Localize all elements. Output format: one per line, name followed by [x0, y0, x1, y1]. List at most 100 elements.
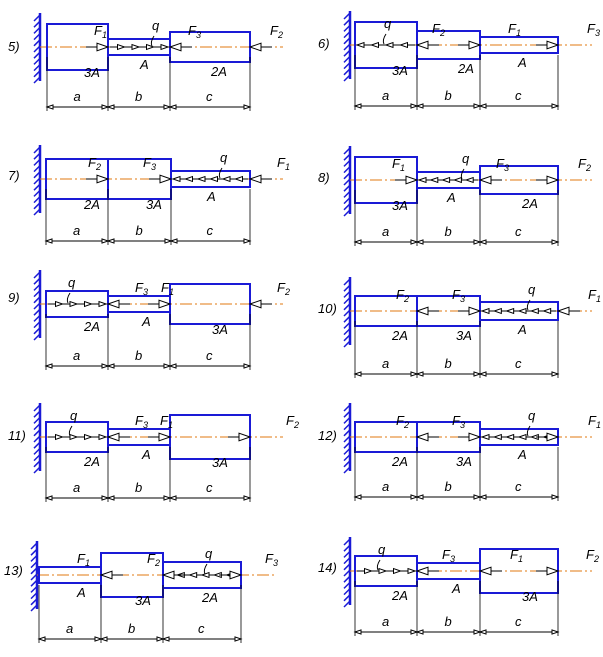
wall-hatch [33, 189, 41, 197]
dimension-arrowhead [243, 238, 252, 244]
area-label: 3A [392, 63, 408, 78]
wall-hatch [33, 447, 41, 455]
segment-length-label: a [382, 479, 389, 494]
segment-length-label: b [445, 614, 452, 629]
wall-hatch [343, 557, 351, 565]
segment-length-label: b [135, 348, 142, 363]
wall-hatch [33, 404, 41, 412]
wall-hatch [343, 303, 351, 311]
wall-hatch [343, 166, 351, 174]
segment-length-label: a [382, 224, 389, 239]
load-arrowhead [183, 175, 193, 183]
dimension-arrowhead [473, 103, 482, 109]
load-arrowhead [529, 307, 539, 315]
distributed-load [48, 300, 108, 308]
dimension-arrowhead [551, 103, 560, 109]
load-label: q [384, 16, 392, 31]
wall-hatch [33, 333, 41, 341]
area-label: A [206, 189, 216, 204]
area-label: A [446, 190, 456, 205]
wall-hatch [33, 20, 41, 28]
force-arrowhead [158, 432, 172, 442]
wall-hatch [343, 410, 351, 418]
load-label: q [68, 275, 76, 290]
force-arrowhead [238, 432, 252, 442]
force-arrowhead [546, 40, 560, 50]
wall-hatch [343, 588, 351, 596]
area-label: 3A [135, 593, 151, 608]
force-label: F1 [508, 21, 521, 38]
dimension-arrowhead [99, 636, 108, 642]
wall-hatch [343, 31, 351, 39]
load-arrowhead [188, 571, 198, 579]
segment-length-label: a [382, 356, 389, 371]
wall-hatch [33, 277, 41, 285]
force-subscript: 3 [143, 420, 148, 430]
wall-hatch [343, 159, 351, 167]
force-arrow: F1 [556, 287, 601, 316]
dimension-arrowhead [106, 495, 115, 501]
force-arrowhead [96, 174, 110, 184]
wall-hatch [33, 70, 41, 78]
area-label: A [517, 322, 527, 337]
area-label: A [139, 57, 149, 72]
wall-hatch [33, 202, 41, 210]
load-leader [66, 292, 71, 304]
segment-length-label: b [445, 88, 452, 103]
area-label: 2A [210, 64, 227, 79]
load-arrowhead [69, 300, 79, 308]
force-arrow: F3 [478, 156, 509, 185]
wall-hatch [343, 24, 351, 32]
wall-hatch [343, 575, 351, 583]
wall-hatch [33, 51, 41, 59]
segment-length-label: b [445, 224, 452, 239]
dimension-arrowhead [156, 636, 165, 642]
load-arrowhead [542, 307, 552, 315]
segment-length-label: a [73, 480, 80, 495]
panel-number: 7) [8, 168, 20, 183]
segment-length-label: a [66, 621, 73, 636]
wall-hatch [33, 271, 41, 279]
wall-hatch [33, 208, 41, 216]
panel-number: 13) [4, 563, 23, 578]
dimension-arrowhead [168, 363, 177, 369]
load-arrowhead [464, 176, 474, 184]
distributed-load [171, 175, 248, 183]
force-arrowhead [546, 566, 560, 576]
load-arrowhead [505, 433, 515, 441]
wall-hatch [30, 604, 38, 612]
force-label: F3 [265, 551, 278, 568]
area-label: 3A [212, 322, 228, 337]
wall-hatch [343, 68, 351, 76]
wall-hatch [343, 12, 351, 20]
load-arrowhead [393, 567, 403, 575]
force-arrowhead [248, 299, 262, 309]
force-arrowhead [546, 175, 560, 185]
wall-hatch [343, 74, 351, 82]
wall-hatch [33, 435, 41, 443]
load-arrowhead [407, 567, 417, 575]
segment-length-label: a [73, 348, 80, 363]
load-arrowhead [84, 433, 94, 441]
wall-hatch [33, 460, 41, 468]
segment-length-label: a [382, 88, 389, 103]
wall-hatch [343, 569, 351, 577]
wall-hatch [343, 209, 351, 217]
dimension-arrowhead [234, 636, 243, 642]
dimension-arrowhead [101, 104, 110, 110]
force-label: F1 [392, 156, 405, 173]
force-subscript: 2 [585, 163, 591, 173]
area-label: A [517, 447, 527, 462]
force-subscript: 2 [403, 294, 409, 304]
force-label: F1 [77, 551, 90, 568]
distributed-load [110, 43, 170, 51]
wall-hatch [33, 416, 41, 424]
wall-hatch [343, 466, 351, 474]
segment-length-label: a [382, 614, 389, 629]
dimension-arrowhead [106, 104, 115, 110]
load-arrowhead [160, 43, 170, 51]
panel-number: 8) [318, 170, 330, 185]
